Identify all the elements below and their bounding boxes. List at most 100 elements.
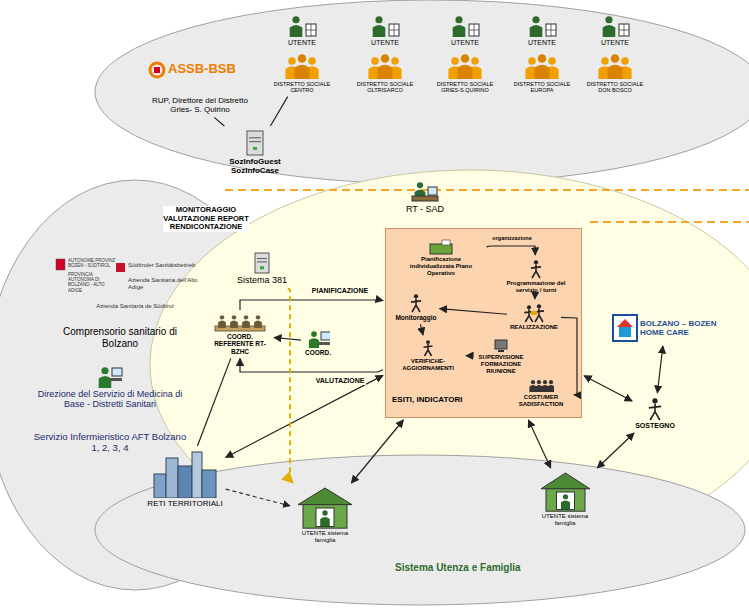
drawing-part <box>215 315 265 331</box>
drawing-part <box>303 505 347 529</box>
drawing-part <box>543 380 547 384</box>
drawing-part <box>530 16 556 37</box>
health-logo <box>116 263 125 272</box>
drawing-part <box>424 344 433 356</box>
drawing-part <box>298 488 352 528</box>
drawing-part <box>321 332 330 340</box>
node-text: REALIZZAZIONE <box>510 324 558 331</box>
drawing-part <box>613 315 637 341</box>
icon-node: VERIFICHE-AGGIORNAMENTI <box>392 337 464 373</box>
drawing-part <box>298 54 307 63</box>
drawing-part <box>249 138 261 142</box>
node-text: Pianificazione individualizzata Piano Op… <box>399 256 484 277</box>
drawing-part <box>110 378 122 381</box>
node-icon <box>492 339 510 353</box>
process-ground <box>385 228 582 418</box>
node-icon <box>97 364 123 388</box>
drawing-part <box>598 54 631 79</box>
drawing-part <box>535 65 550 79</box>
node-text: UTENTE <box>601 39 629 47</box>
icon-node: Programmazione del servizio / turni <box>500 257 572 295</box>
drawing-part <box>469 24 479 36</box>
icon-node: RUP, Direttore del Distretto Gries- S. Q… <box>144 95 256 115</box>
node-text: COORD. REFERENTE RT-BZHC <box>209 333 271 355</box>
region-label: PROVINCIA AUTONOMA DI BOLZANO - ALTO ADI… <box>68 272 116 293</box>
node-text: ESITI, INDICATORI <box>392 395 462 404</box>
drawing-part <box>220 315 224 319</box>
drawing-part <box>547 385 554 392</box>
drawing-part <box>230 321 238 328</box>
drawing-part <box>306 24 316 36</box>
drawing-part <box>389 24 399 36</box>
icon-node: Pianificazione individualizzata Piano Op… <box>398 237 485 278</box>
node-icon <box>287 14 317 38</box>
drawing-part <box>290 25 303 37</box>
icon-node: REALIZZAZIONE <box>509 301 559 332</box>
node-icon <box>410 181 440 203</box>
drawing-part <box>617 319 633 327</box>
drawing-part <box>531 380 535 384</box>
connector <box>420 324 423 335</box>
drawing-part <box>375 16 382 23</box>
social-region <box>95 0 749 184</box>
drawing-part <box>320 517 330 526</box>
node-text: Sistema 381 <box>237 275 287 285</box>
drawing-part <box>308 57 315 64</box>
drawing-part <box>255 253 269 273</box>
drawing-part <box>389 24 399 36</box>
drawing-part <box>556 492 574 510</box>
connector <box>288 288 293 483</box>
node-text: Monitoraggio <box>395 314 436 321</box>
drawing-part <box>652 398 657 403</box>
drawing-part <box>649 404 661 421</box>
region-label: MONITORAGGIO VALUTAZIONE REPORT RENDICON… <box>163 206 249 232</box>
drawing-part <box>253 147 257 150</box>
drawing-part <box>613 315 637 341</box>
drawing-part <box>101 367 108 374</box>
drawing-part <box>256 315 260 319</box>
drawing-part <box>538 54 547 63</box>
node-icon <box>538 472 593 512</box>
dashed-boundary <box>225 189 749 191</box>
connector <box>240 300 383 310</box>
drawing-part <box>178 466 192 498</box>
drawing-part <box>192 452 202 498</box>
edge-label: PIANIFICAZIONE <box>310 287 370 295</box>
drawing-part <box>529 380 554 392</box>
node-icon <box>524 52 560 80</box>
drawing-part <box>254 321 262 328</box>
drawing-part <box>309 331 330 348</box>
drawing-part <box>412 196 438 201</box>
connector <box>534 297 535 299</box>
drawing-part <box>255 253 269 273</box>
drawing-part <box>426 340 430 344</box>
edge-label: organizzazione <box>490 235 533 241</box>
drawing-part <box>411 299 421 313</box>
node-text: UTENTE <box>288 39 316 47</box>
node-text: Programmazione del servizio / turni <box>501 280 571 294</box>
process-frame: ESITI, INDICATORI Pianificazione individu… <box>385 228 582 418</box>
drawing-part <box>461 54 470 63</box>
drawing-part <box>232 315 236 319</box>
drawing-part <box>531 260 541 278</box>
icon-node: DISTRETTO SOCIALE EUROPA <box>510 50 574 95</box>
drawing-part <box>430 244 452 254</box>
connector <box>240 358 383 372</box>
node-icon <box>367 52 403 80</box>
drawing-part <box>469 24 479 36</box>
icon-node: UTENTE <box>447 12 483 48</box>
drawing-part <box>292 16 299 23</box>
region-label: Servizio Infermieristico AFT Bolzano 1, … <box>30 432 190 454</box>
node-text: SUPERVISIONE FORMAZIONE RIUNIONE <box>470 354 532 375</box>
connector <box>351 420 403 483</box>
connector <box>528 420 550 468</box>
node-icon <box>370 14 400 38</box>
node-icon <box>528 379 554 393</box>
drawing-part <box>451 57 458 64</box>
drawing-part <box>546 24 556 36</box>
drawing-part <box>619 327 631 337</box>
drawing-part <box>244 315 248 319</box>
icon-node: RT - SAD <box>405 179 445 215</box>
node-text: DISTRETTO SOCIALE DON BOSCO <box>584 81 646 94</box>
drawing-part <box>442 240 450 245</box>
